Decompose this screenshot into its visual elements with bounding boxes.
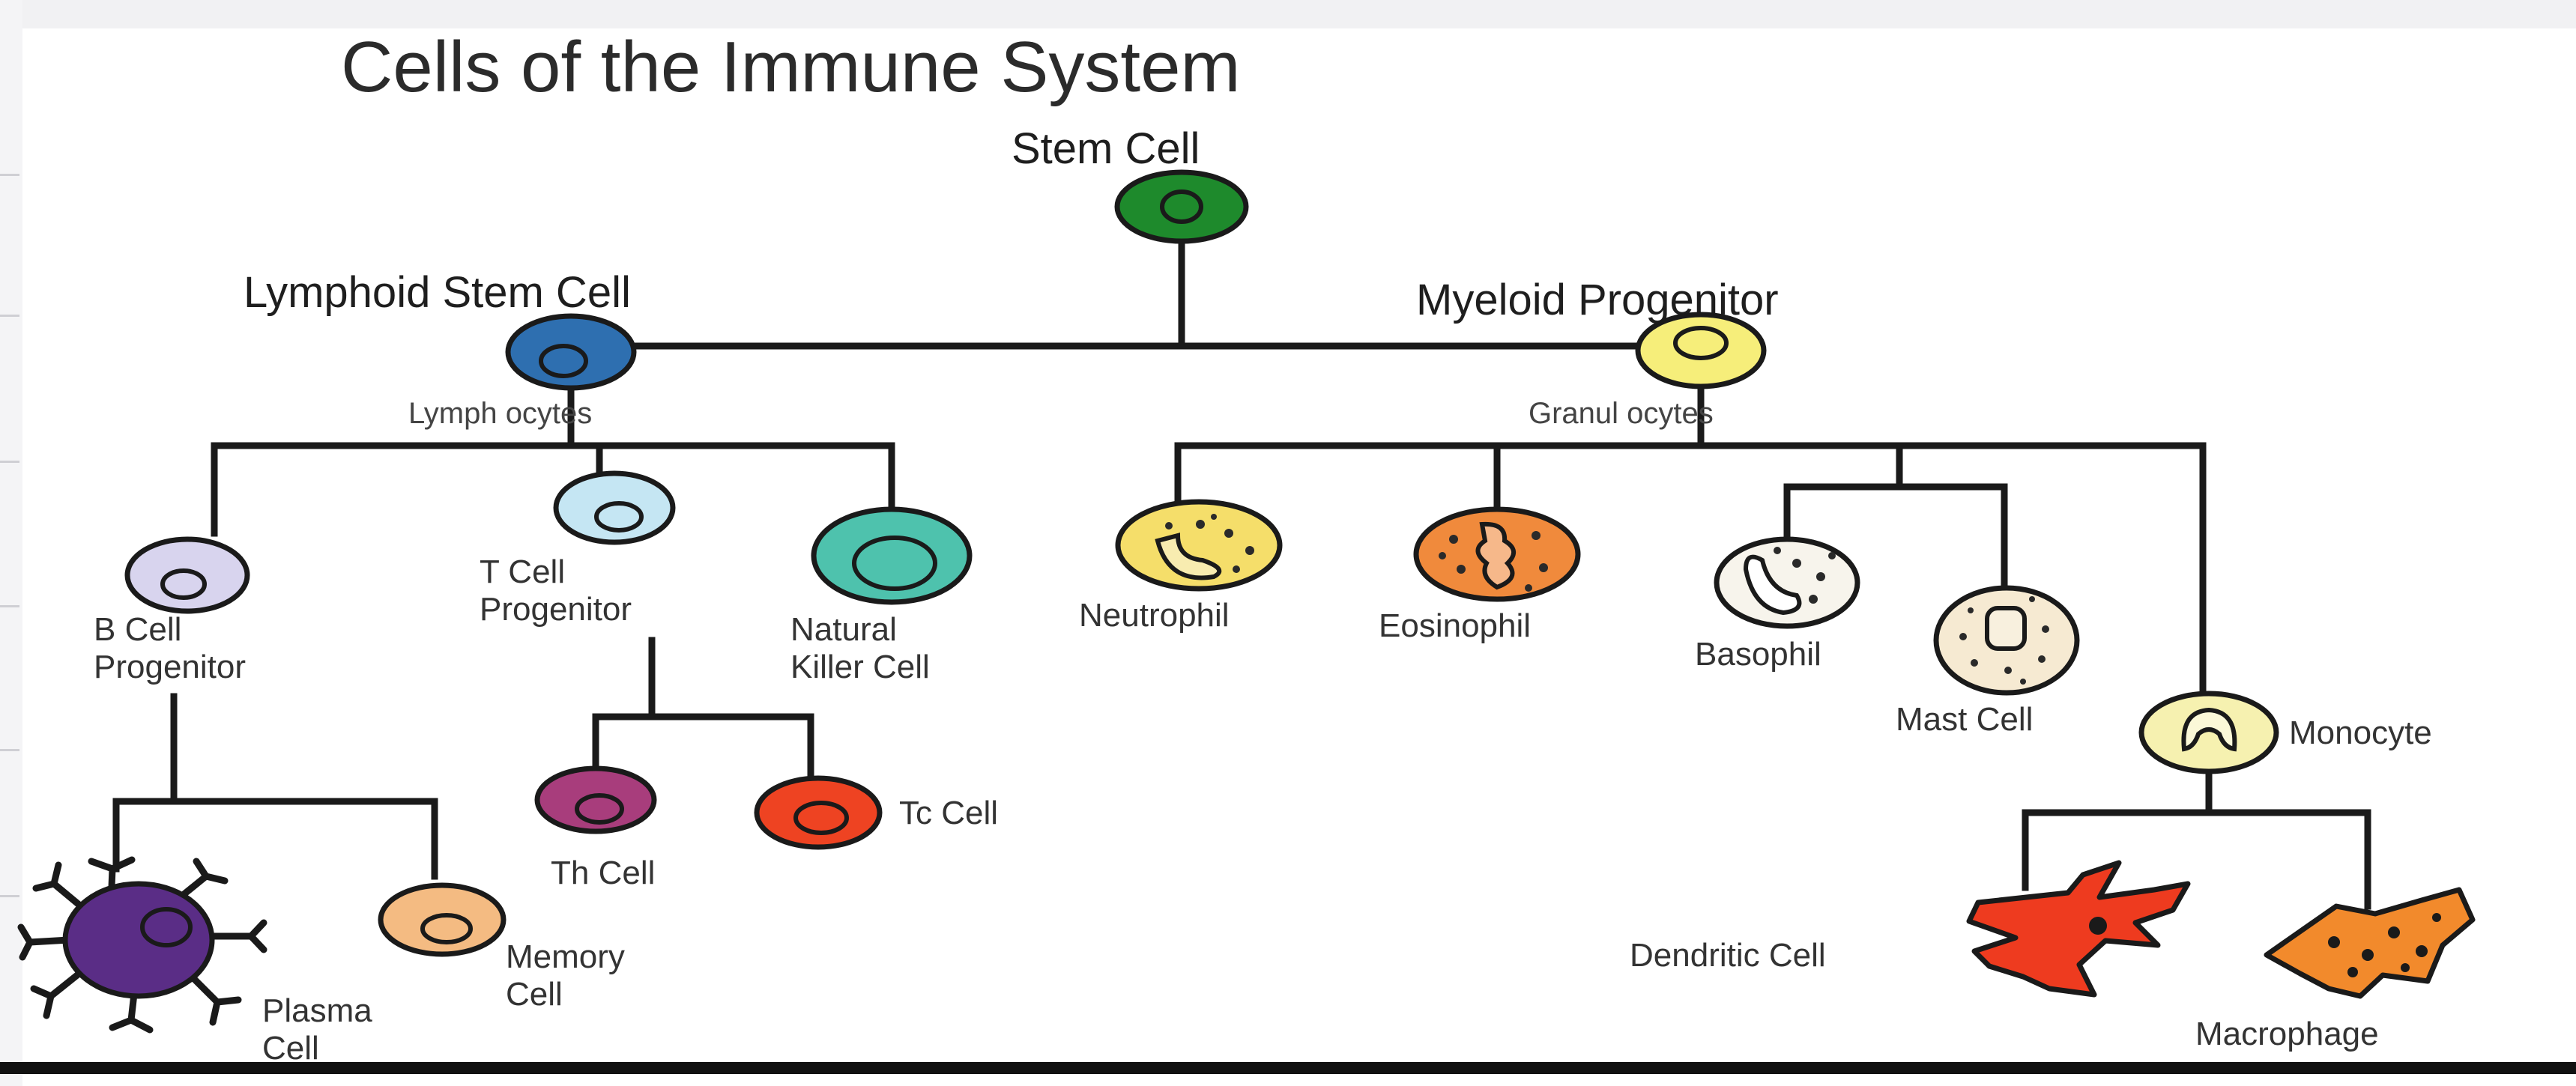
tc-cell-icon bbox=[757, 778, 880, 847]
neutrophil-label: Neutrophil bbox=[1079, 597, 1230, 634]
t-cell-progenitor-label-line1: T Cell bbox=[480, 553, 565, 590]
diagram-title: Cells of the Immune System bbox=[341, 27, 1240, 107]
memory-cell-node: Memory Cell bbox=[381, 885, 625, 1013]
b-cell-progenitor-icon bbox=[127, 539, 247, 611]
natural-killer-cell-label-line1: Natural bbox=[790, 611, 897, 648]
macrophage-node: Macrophage bbox=[2195, 890, 2473, 1052]
plasma-cell-node: Plasma Cell bbox=[21, 860, 372, 1067]
natural-killer-cell-node: Natural Killer Cell bbox=[790, 509, 970, 685]
t-cell-progenitor-node: T Cell Progenitor bbox=[480, 473, 673, 628]
memory-cell-label-line2: Cell bbox=[506, 976, 563, 1013]
granulocytes-label: Granul ocytes bbox=[1529, 397, 1714, 430]
stem-cell-node: Stem Cell bbox=[1012, 124, 1246, 241]
eosinophil-node: Eosinophil bbox=[1379, 509, 1578, 644]
plasma-cell-label-line2: Cell bbox=[262, 1030, 319, 1067]
monocyte-node: Monocyte bbox=[2141, 694, 2432, 771]
tc-cell-label: Tc Cell bbox=[899, 795, 998, 831]
natural-killer-cell-label-line2: Killer Cell bbox=[790, 649, 930, 685]
b-cell-progenitor-label-line2: Progenitor bbox=[94, 649, 246, 685]
lymphoid-stem-cell-node: Lymphoid Stem Cell Lymph ocytes bbox=[244, 268, 634, 430]
lymphocytes-label: Lymph ocytes bbox=[408, 397, 592, 430]
th-cell-node: Th Cell bbox=[537, 768, 655, 891]
plasma-cell-label-line1: Plasma bbox=[262, 992, 372, 1029]
mast-cell-node: Mast Cell bbox=[1896, 588, 2077, 738]
monocyte-label: Monocyte bbox=[2289, 715, 2432, 751]
tc-cell-node: Tc Cell bbox=[757, 778, 998, 847]
lymphoid-stem-cell-label: Lymphoid Stem Cell bbox=[244, 268, 631, 317]
memory-cell-label-line1: Memory bbox=[506, 938, 625, 975]
eosinophil-label: Eosinophil bbox=[1379, 607, 1531, 644]
macrophage-label: Macrophage bbox=[2195, 1016, 2379, 1052]
b-cell-progenitor-label-line1: B Cell bbox=[94, 611, 181, 648]
t-cell-progenitor-label-line2: Progenitor bbox=[480, 591, 632, 628]
dendritic-cell-icon bbox=[1969, 863, 2188, 995]
dendritic-cell-node: Dendritic Cell bbox=[1630, 863, 2188, 995]
plasma-cell-icon bbox=[65, 884, 212, 996]
mast-cell-label: Mast Cell bbox=[1896, 701, 2033, 738]
b-cell-progenitor-node: B Cell Progenitor bbox=[94, 539, 247, 685]
basophil-label: Basophil bbox=[1695, 636, 1821, 673]
bottom-border bbox=[0, 1062, 2576, 1074]
myeloid-progenitor-icon bbox=[1638, 315, 1764, 386]
th-cell-label: Th Cell bbox=[551, 855, 655, 891]
stem-cell-label: Stem Cell bbox=[1012, 124, 1200, 173]
stem-cell-icon bbox=[1117, 172, 1246, 241]
dendritic-cell-label: Dendritic Cell bbox=[1630, 937, 1826, 974]
neutrophil-node: Neutrophil bbox=[1079, 502, 1280, 634]
basophil-node: Basophil bbox=[1695, 539, 1857, 673]
myeloid-progenitor-node: Myeloid Progenitor Granul ocytes bbox=[1416, 276, 1779, 430]
monocyte-icon bbox=[2141, 694, 2276, 771]
